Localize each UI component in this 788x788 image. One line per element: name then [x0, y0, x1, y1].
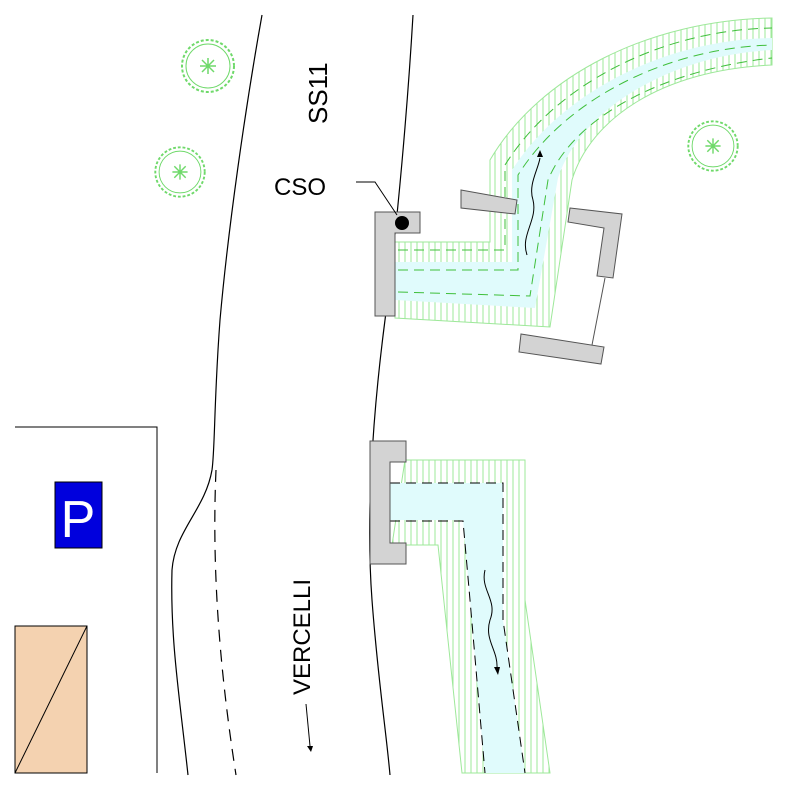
- cso-point-icon: [395, 216, 409, 230]
- road-west-edge: [171, 14, 263, 776]
- road-ss11: [171, 14, 414, 776]
- cso-leader-line: [356, 181, 398, 216]
- parking-boundary: [15, 426, 158, 773]
- lower-channel-edge: [390, 520, 486, 774]
- building-diagonal: [14, 625, 88, 774]
- lower-channel-water: [390, 483, 525, 773]
- flow-arrow-icon: [494, 667, 500, 675]
- road-name-label: SS11: [303, 62, 333, 124]
- upper-channel: [394, 17, 773, 328]
- parking-icon: [54, 481, 103, 549]
- road-east-edge: [369, 14, 414, 776]
- flow-arrow-icon: [525, 157, 541, 256]
- tree-icon: [687, 120, 739, 172]
- cso-label: CSO: [274, 174, 326, 201]
- road-centerline: [214, 469, 237, 776]
- wingwall-upper-right: [567, 207, 623, 279]
- wingwall-upper-left: [460, 189, 518, 215]
- upper-channel-bank: [394, 17, 773, 328]
- street-name-label: VERCELLI: [289, 579, 316, 695]
- lower-channel-edge: [390, 482, 526, 774]
- headwall-upper: [374, 211, 421, 317]
- upper-channel-bank-line: [397, 57, 773, 297]
- tree-icon: [154, 146, 206, 198]
- fence-line: [591, 277, 606, 346]
- flow-arrow-icon: [483, 569, 498, 669]
- upper-channel-water: [395, 38, 772, 308]
- lower-channel: [390, 459, 551, 774]
- parking-area: P: [15, 426, 158, 773]
- parking-label: P: [61, 491, 96, 549]
- upper-structures: [374, 189, 623, 365]
- building: [14, 625, 88, 774]
- tree-icon: [181, 39, 235, 93]
- upper-channel-bank-line: [398, 27, 773, 251]
- flow-arrow-icon: [305, 703, 313, 752]
- upper-channel-bank-line: [398, 44, 773, 271]
- flow-arrow-icon: [537, 150, 543, 157]
- headwall-lower: [369, 440, 407, 565]
- wingwall-upper-bottom: [518, 333, 605, 365]
